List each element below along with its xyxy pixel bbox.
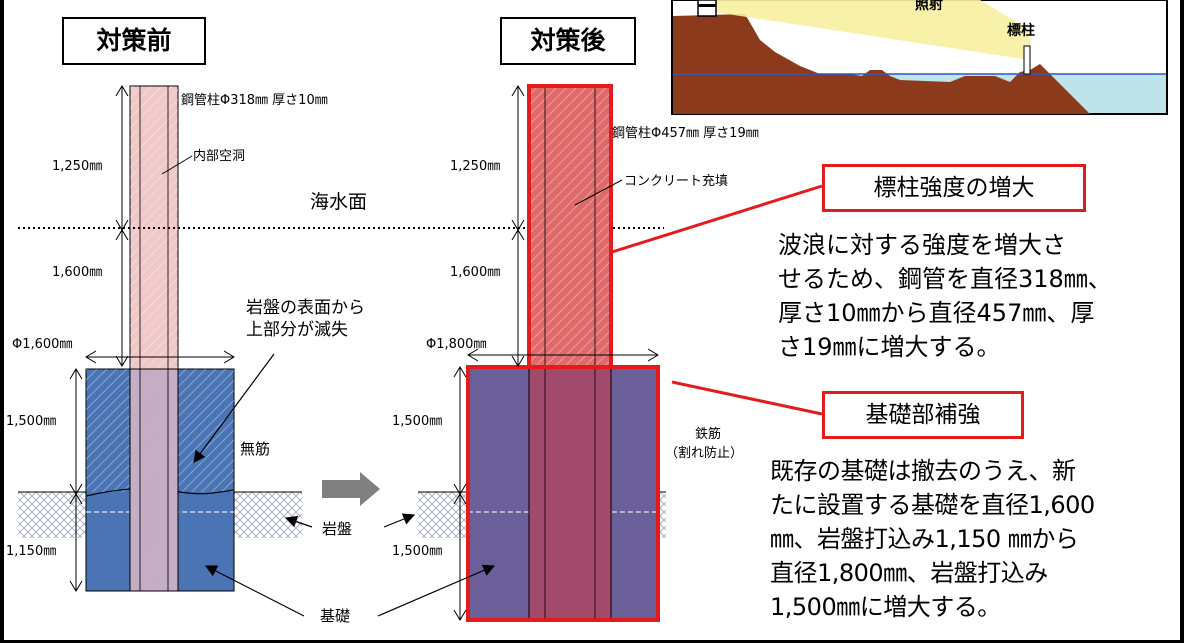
after-dim-found-below: 1,500㎜ (392, 544, 443, 559)
strength-connector (611, 184, 823, 254)
after-pipe-label: 鋼管柱Φ457㎜ 厚さ19㎜ (612, 126, 759, 141)
concrete-label: コンクリート充填 (624, 174, 729, 189)
before-dim-upper: 1,250㎜ (52, 159, 103, 174)
rebar-note: （割れ防止） (665, 446, 744, 461)
marker-post-icon (1023, 45, 1031, 75)
inset-light-label: 照射 (915, 0, 943, 13)
strength-callout-title: 標柱強度の増大 (822, 164, 1086, 212)
foundation-callout-title: 基礎部補強 (822, 391, 1024, 439)
dimension-line-before (69, 85, 235, 592)
foundation-arrow-right (377, 564, 496, 617)
inset-light-beam (714, 0, 1030, 60)
before-diagram (18, 85, 302, 592)
after-dim-mid: 1,600㎜ (450, 265, 501, 280)
foundation-callout-text: 既存の基礎は撤去のうえ、新 たに設置する基礎を直径1,600 ㎜、岩盤打込み1,… (770, 457, 1095, 622)
dimension-line-after (453, 85, 659, 621)
after-dim-found-above: 1,500㎜ (392, 414, 443, 429)
lighthouse-icon (697, 0, 717, 17)
inset-land (673, 14, 1090, 114)
no-rebar-label: 無筋 (240, 440, 271, 458)
after-dim-upper: 1,250㎜ (450, 159, 501, 174)
hollow-label: 内部空洞 (193, 149, 246, 164)
foundation-arrow-left (204, 565, 305, 617)
before-to-after-arrow (322, 472, 380, 506)
loss-label: 岩盤の表面から 上部分が滅失 (246, 298, 365, 341)
bedrock-arrow-right (383, 513, 416, 528)
sea-level-label: 海水面 (310, 191, 368, 213)
after-diameter: Φ1,800㎜ (426, 337, 487, 352)
bedrock-label: 岩盤 (322, 520, 353, 538)
foundation-connector (671, 380, 823, 416)
before-dim-mid: 1,600㎜ (52, 265, 103, 280)
bedrock-arrow-left (284, 515, 313, 528)
loss-leader-arrow (193, 353, 275, 463)
inset-illustration (671, 0, 1168, 115)
foundation-highlight (466, 365, 660, 622)
before-pipe-label: 鋼管柱Φ318㎜ 厚さ10㎜ (181, 93, 328, 108)
before-title: 対策前 (62, 17, 206, 65)
before-dim-found-below: 1,150㎜ (6, 544, 57, 559)
before-diameter: Φ1,600㎜ (12, 337, 73, 352)
foundation-label: 基礎 (320, 607, 351, 625)
strength-callout-text: 波浪に対する強度を増大さ せるため、鋼管を直径318㎜、 厚さ10㎜から直径45… (778, 231, 1112, 362)
rebar-label: 鉄筋 (695, 427, 722, 442)
after-title: 対策後 (500, 17, 636, 65)
inset-marker-label: 標柱 (1007, 23, 1035, 39)
after-diagram (418, 84, 666, 622)
before-dim-found-above: 1,500㎜ (6, 414, 57, 429)
